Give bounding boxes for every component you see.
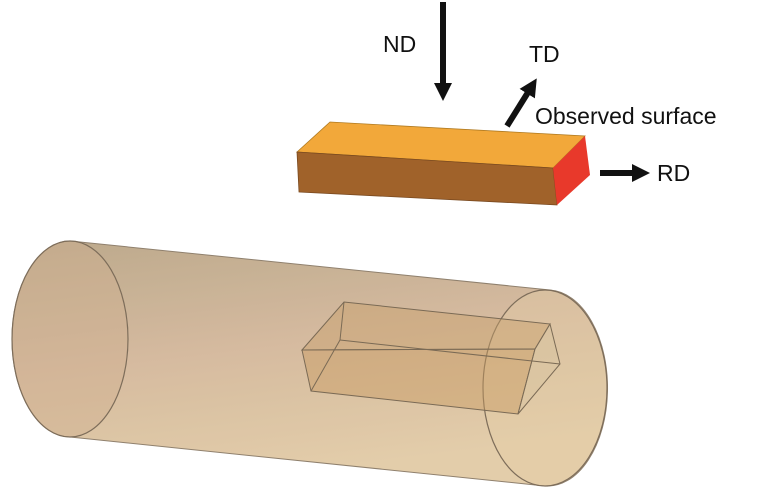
- observed-surface-label: Observed surface: [535, 103, 717, 129]
- inner-box-edge: [339, 339, 561, 365]
- nd-label: ND: [383, 31, 416, 57]
- td-arrow: [504, 78, 537, 128]
- inner-sample-box: [300, 301, 561, 415]
- cylinder-right-end: [482, 289, 608, 487]
- td-label: TD: [529, 41, 560, 67]
- observed-surface-face: [553, 136, 590, 205]
- rd-label: RD: [657, 160, 690, 186]
- rolled-sample-block: [296, 121, 590, 206]
- inner-box-edge: [339, 301, 345, 341]
- inner-box-edge: [310, 339, 341, 392]
- tube-cylinder: [11, 240, 609, 487]
- cylinder-left-end: [11, 240, 129, 438]
